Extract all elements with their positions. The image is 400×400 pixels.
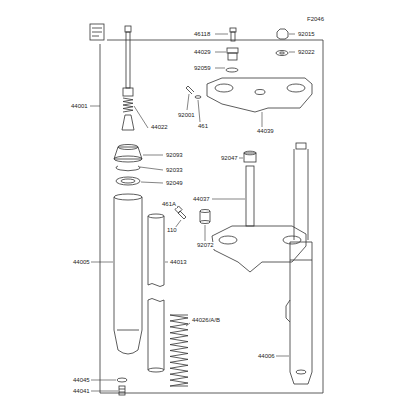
callout-number: 92072: [196, 242, 215, 249]
callout-number: 44006: [257, 353, 276, 360]
callout-number: 44037: [192, 196, 211, 203]
callout-number: 92059: [193, 65, 212, 72]
callout-number: 461A: [161, 201, 177, 208]
callout-number: 44013: [169, 259, 188, 266]
pinch-bolt: [186, 86, 194, 94]
cap-piece: [200, 210, 210, 224]
callout-number: 44005: [72, 259, 91, 266]
callout-number: 461: [197, 123, 209, 130]
fork-spring-ends: [170, 315, 188, 386]
fork-spring: [170, 315, 188, 386]
callout-number: 92015: [297, 31, 316, 38]
steering-nut: [244, 151, 256, 162]
callout-number: 92022: [297, 49, 316, 56]
group-frame: [100, 40, 323, 393]
steering-stem: [212, 166, 306, 272]
drawing-code: F2046: [306, 16, 325, 23]
oil-seal: [114, 145, 142, 163]
top-bolt: [230, 28, 236, 41]
o-ring: [226, 68, 238, 72]
outer-tube: [114, 194, 142, 354]
inner-tube: [148, 214, 164, 372]
fork-cap: [227, 48, 238, 60]
clip-ring: [116, 166, 140, 171]
bottom-bolt: [119, 386, 125, 395]
callout-number: 92033: [165, 167, 184, 174]
callout-number: 44041: [72, 388, 91, 395]
oil-lock-piece: [122, 115, 134, 130]
callout-number: 92049: [165, 180, 184, 187]
damper-rod: [123, 26, 133, 96]
callout-number: 44029: [193, 49, 212, 56]
small-washer: [195, 96, 201, 99]
callout-number: 92093: [165, 152, 184, 159]
bottom-washer: [117, 378, 127, 382]
upper-bracket: [207, 78, 312, 112]
fork-assembly: [286, 143, 312, 384]
callout-number: 92047: [220, 155, 239, 162]
stem-washer: [276, 51, 288, 56]
callout-number: 110: [166, 227, 178, 234]
callout-number: 46118: [193, 31, 211, 38]
rod-spring: [123, 98, 133, 112]
callout-number: 44045: [72, 377, 91, 384]
callout-number: 92001: [177, 112, 196, 119]
callout-number: 44039: [256, 128, 275, 135]
washer: [116, 177, 140, 185]
callout-number: 44022: [150, 124, 169, 131]
leader-lines: [90, 34, 295, 391]
kit-icon: [90, 24, 104, 40]
callout-number: 44026/A/B: [191, 317, 221, 324]
stem-nut: [277, 29, 288, 39]
callout-number: 44001: [70, 103, 89, 110]
